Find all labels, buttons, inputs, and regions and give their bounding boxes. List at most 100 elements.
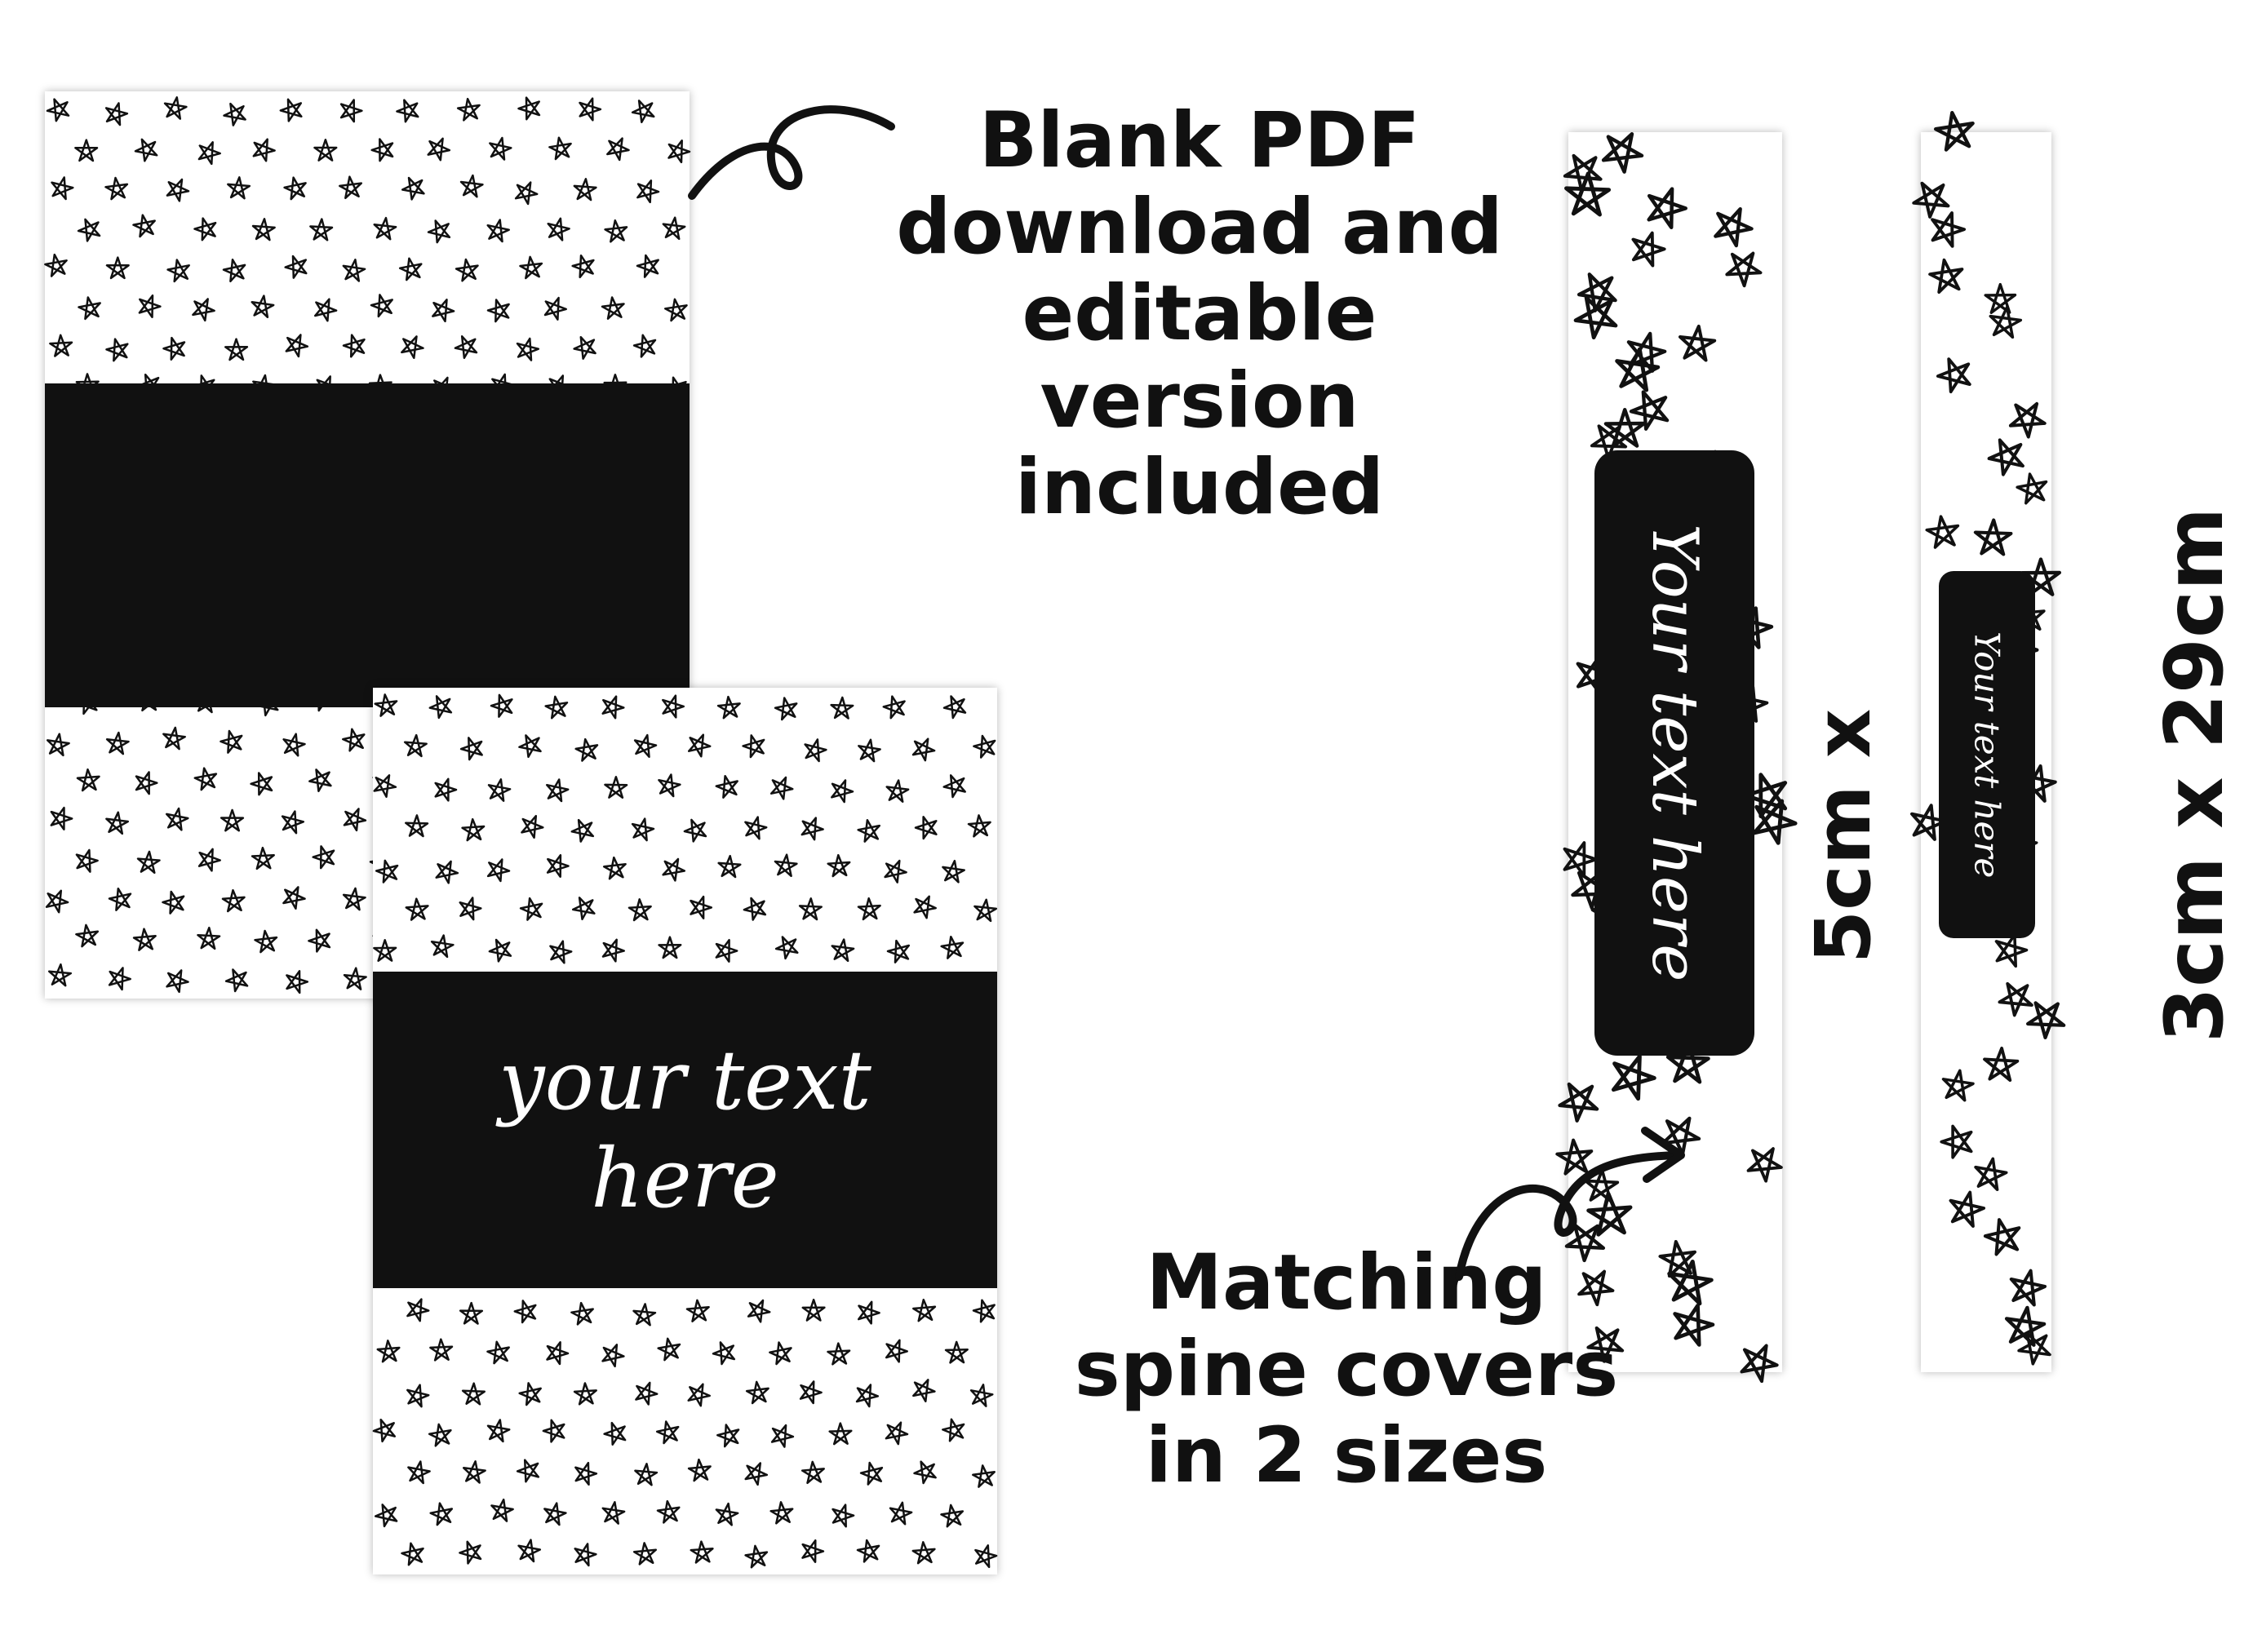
star-icon bbox=[972, 1464, 996, 1488]
star-icon bbox=[312, 845, 335, 870]
star-icon bbox=[396, 99, 419, 123]
star-icon bbox=[138, 294, 162, 319]
star-icon bbox=[459, 174, 484, 198]
star-icon bbox=[827, 853, 851, 878]
caption-line: editable bbox=[1022, 269, 1377, 359]
star-icon bbox=[601, 1501, 626, 1525]
star-icon bbox=[1573, 295, 1618, 340]
star-icon bbox=[601, 938, 625, 963]
star-icon bbox=[197, 141, 221, 166]
star-icon bbox=[429, 1502, 454, 1526]
star-icon bbox=[134, 138, 158, 162]
star-icon bbox=[832, 1504, 855, 1528]
star-icon bbox=[1563, 153, 1603, 193]
star-icon bbox=[911, 1541, 936, 1565]
star-icon bbox=[973, 734, 996, 759]
caption-line: Matching bbox=[1146, 1238, 1547, 1327]
star-icon bbox=[517, 96, 541, 121]
spine-label-large: Your text here bbox=[1594, 450, 1754, 1056]
star-icon bbox=[715, 774, 738, 799]
star-icon bbox=[687, 1383, 711, 1407]
star-icon bbox=[636, 179, 660, 204]
star-icon bbox=[251, 846, 275, 870]
star-icon bbox=[405, 814, 429, 838]
star-icon bbox=[432, 299, 455, 323]
star-icon bbox=[603, 1421, 627, 1446]
star-icon bbox=[108, 887, 132, 911]
star-icon bbox=[454, 335, 478, 360]
star-icon bbox=[49, 334, 73, 357]
star-icon bbox=[571, 254, 595, 279]
star-icon bbox=[486, 1419, 511, 1443]
star-icon bbox=[549, 940, 573, 964]
star-icon bbox=[2008, 401, 2047, 439]
cover-text-band: your text here bbox=[373, 972, 997, 1288]
star-icon bbox=[885, 1421, 909, 1446]
star-icon bbox=[716, 695, 741, 720]
star-icon bbox=[486, 219, 510, 243]
star-icon bbox=[662, 694, 685, 719]
star-icon bbox=[1673, 1303, 1715, 1347]
star-icon bbox=[132, 214, 156, 238]
star-icon bbox=[683, 818, 707, 843]
star-icon bbox=[197, 926, 221, 950]
star-icon bbox=[430, 934, 455, 959]
star-icon bbox=[885, 779, 910, 803]
star-icon bbox=[1973, 518, 2013, 556]
star-icon bbox=[166, 969, 189, 994]
curly-arrow-icon bbox=[688, 105, 895, 200]
star-icon bbox=[162, 890, 185, 915]
star-icon bbox=[104, 102, 129, 126]
star-icon bbox=[657, 1337, 681, 1362]
spine-cover-small: Your text here bbox=[1910, 111, 2066, 1372]
star-icon bbox=[543, 1502, 567, 1526]
star-icon bbox=[1667, 1259, 1714, 1306]
star-icon bbox=[2009, 1269, 2047, 1307]
star-icon bbox=[602, 856, 627, 880]
star-icon bbox=[1984, 282, 2017, 314]
star-icon bbox=[942, 859, 965, 884]
star-icon bbox=[769, 1341, 792, 1366]
star-icon bbox=[632, 1542, 658, 1566]
star-icon bbox=[573, 1382, 597, 1406]
star-icon bbox=[428, 695, 453, 720]
star-icon bbox=[633, 733, 658, 758]
star-icon bbox=[308, 928, 331, 953]
star-icon bbox=[631, 100, 655, 124]
star-icon bbox=[913, 895, 937, 919]
star-icon bbox=[601, 296, 625, 320]
star-icon bbox=[77, 218, 101, 242]
star-icon bbox=[406, 1298, 430, 1322]
star-icon bbox=[372, 1418, 397, 1443]
star-icon bbox=[165, 807, 189, 831]
star-icon bbox=[799, 1380, 823, 1405]
star-icon bbox=[1931, 211, 1967, 248]
star-icon bbox=[858, 738, 881, 763]
star-icon bbox=[250, 772, 273, 796]
star-icon bbox=[912, 1298, 937, 1322]
star-icon bbox=[2026, 1001, 2066, 1039]
star-icon bbox=[635, 1381, 659, 1406]
star-icon bbox=[456, 97, 481, 122]
star-icon bbox=[251, 295, 275, 319]
star-icon bbox=[339, 99, 363, 123]
star-icon bbox=[459, 737, 483, 761]
star-icon bbox=[398, 257, 423, 281]
star-icon bbox=[486, 858, 511, 883]
star-icon bbox=[769, 1501, 794, 1525]
star-icon bbox=[744, 816, 768, 840]
star-icon bbox=[973, 898, 998, 923]
curly-arrow-icon bbox=[1455, 1127, 1685, 1281]
star-icon bbox=[427, 219, 451, 244]
star-icon bbox=[658, 936, 682, 959]
star-icon bbox=[546, 853, 570, 879]
star-icon bbox=[519, 897, 543, 921]
star-icon bbox=[284, 255, 308, 279]
star-icon bbox=[428, 1423, 452, 1447]
star-icon bbox=[44, 253, 68, 277]
star-icon bbox=[51, 176, 74, 201]
star-icon bbox=[50, 806, 73, 830]
cover-text-line: here bbox=[591, 1131, 779, 1226]
star-icon bbox=[634, 1463, 659, 1486]
star-icon bbox=[429, 1338, 454, 1362]
